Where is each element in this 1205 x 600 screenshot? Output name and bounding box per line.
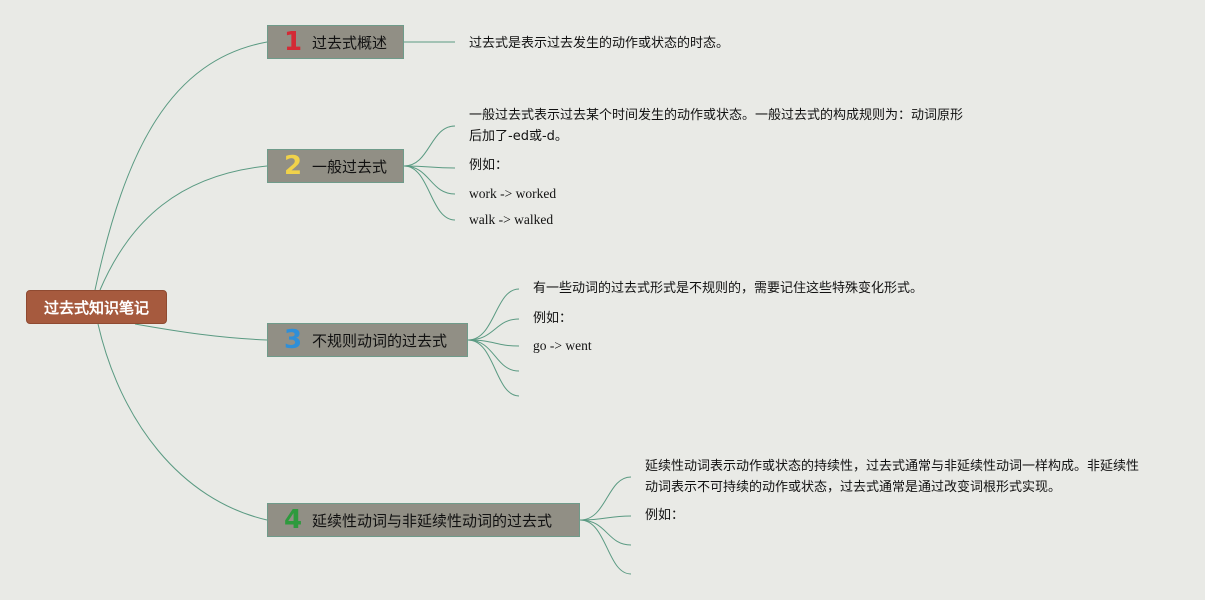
connector-branch-4-note-2	[579, 515, 632, 521]
connector-branch-4-note-3	[579, 519, 632, 546]
branch-3-note-1: 有一些动词的过去式形式是不规则的，需要记住这些特殊变化形式。	[533, 281, 924, 296]
branch-3-note-2: 例如：	[533, 311, 573, 326]
branch-2-title: 一般过去式	[312, 157, 388, 176]
connector-branch-3-note-4	[467, 339, 520, 372]
branch-2-node[interactable]: 2 一般过去式	[267, 149, 404, 183]
root-node[interactable]: 过去式知识笔记	[26, 290, 167, 324]
connector-root-branch-1	[94, 41, 268, 291]
branch-2-number-icon: 2	[283, 151, 303, 181]
branch-1-title: 过去式概述	[312, 33, 388, 52]
branch-4-note-2: 例如：	[645, 508, 685, 523]
connector-root-branch-3	[134, 323, 268, 341]
connector-branch-2-note-3	[403, 165, 456, 195]
branch-3-number-icon: 3	[283, 325, 303, 355]
connector-branch-3-note-2	[467, 318, 520, 341]
connector-branch-3-note-1	[467, 288, 520, 341]
root-label: 过去式知识笔记	[43, 299, 149, 317]
connector-root-branch-2	[99, 165, 268, 291]
connector-branch-2-note-4	[403, 165, 456, 221]
branch-3-node[interactable]: 3 不规则动词的过去式	[267, 323, 468, 357]
branch-2-note-1: 一般过去式表示过去某个时间发生的动作或状态。一般过去式的构成规则为：动词原形后加…	[469, 108, 964, 144]
connector-branch-3-note-5	[467, 339, 520, 397]
connector-branch-4-note-4	[579, 519, 632, 575]
connector-root-branch-4	[97, 323, 268, 521]
branch-4-note-1: 延续性动词表示动作或状态的持续性，过去式通常与非延续性动词一样构成。非延续性动词…	[645, 459, 1140, 495]
branch-4-number-icon: 4	[283, 505, 303, 535]
branch-2-note-2: 例如：	[469, 158, 509, 173]
branch-2-note-4: walk -> walked	[469, 212, 554, 227]
branch-4-node[interactable]: 4 延续性动词与非延续性动词的过去式	[267, 503, 580, 537]
branch-2-note-3: work -> worked	[469, 186, 557, 201]
branch-4-title: 延续性动词与非延续性动词的过去式	[312, 511, 553, 530]
branch-3-title: 不规则动词的过去式	[312, 331, 448, 350]
branch-1-node[interactable]: 1 过去式概述	[267, 25, 404, 59]
connector-branch-4-note-1	[579, 476, 632, 521]
branch-1-note-1: 过去式是表示过去发生的动作或状态的时态。	[469, 36, 730, 51]
branch-3-note-3: go -> went	[533, 338, 592, 353]
branch-1-number-icon: 1	[283, 27, 303, 57]
connector-branch-2-note-1	[403, 125, 456, 167]
